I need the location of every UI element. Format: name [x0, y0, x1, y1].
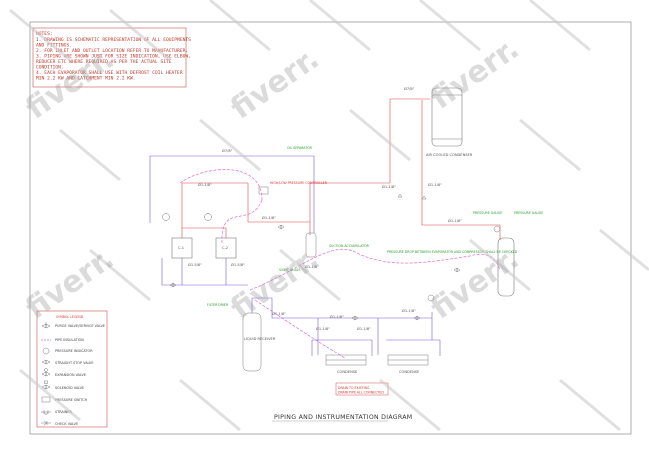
purge-valve-icon: [41, 322, 51, 329]
legend-item: PURGE VALVE/SERVICE VALVE: [55, 324, 105, 328]
watermark-logos: fiverr. fiverr. fiverr. fiverr. fiverr. …: [20, 31, 526, 326]
liquid-left-size-label: Ø1-1/8": [272, 311, 286, 316]
compressor-c1: C-1: [171, 237, 193, 259]
pressure-indicator-c1-icon: [162, 213, 170, 221]
drawing-title: PIPING AND INSTRUMENTATION DIAGRAM: [274, 414, 412, 421]
expansion-valve-icon: [41, 368, 51, 377]
filter-drier-callout: FILTER DRIER: [207, 303, 229, 307]
suction-accumulator: [497, 237, 515, 297]
accumulator-callout: SUCTION ACCUMULATOR: [329, 244, 370, 248]
legend-frame: [36, 310, 108, 428]
oil-separator-callout: OIL SEPARATOR: [287, 146, 313, 150]
discharge-line: [309, 98, 430, 235]
notes-line: MIN 2.2 KW AND CATCHMENT MIN 2.2 KW.: [36, 76, 136, 82]
symbol-legend: SYMBOL LEGEND PURGE VALVE/SERVICE VALVE …: [36, 310, 108, 428]
compressor-c1-label: C-1: [178, 246, 184, 250]
evap-b-size-label: Ø1-1/8": [330, 314, 344, 319]
drain-note-line: DRAIN PIPE ALL CONNECTED: [338, 391, 384, 395]
pressure-gauge-callout: PRESSURE GAUGE: [514, 211, 543, 215]
notes-line: CONDITION.: [36, 65, 64, 71]
stop-valve-icon: [41, 359, 51, 365]
legend-item: PRESSURE INDICATOR: [55, 349, 93, 353]
main-suction-size-label: Ø1-1/8": [305, 264, 319, 269]
solenoid-valve-icon: [41, 380, 51, 390]
top-loop-size-label: Ø7/8": [222, 148, 233, 153]
accumulator-body: [497, 237, 515, 297]
notes-line: 4. EACH EVAPORATOR SHALL USE WITH DEFROS…: [36, 70, 183, 76]
pressure-gauge-callout: PRESSURE GAUGE: [473, 211, 502, 215]
watermark-logo: fiverr.: [20, 241, 121, 326]
watermark-overlay: [9, 0, 649, 432]
condenser-in-size-label: Ø1-1/8": [382, 184, 396, 189]
comp1-suction-size-label: Ø1-5/8": [188, 262, 202, 267]
pressure-indicator-c2-icon: [204, 213, 212, 221]
condenser-top-size-label: Ø7/8": [404, 86, 415, 91]
evaporator-suction-header: [311, 339, 441, 356]
pressure-gauge-icon: [493, 225, 501, 233]
compressor-c2-label: C-2: [222, 246, 228, 250]
air-cooled-condenser: AIR COOLED CONDENSER: [426, 87, 473, 157]
notes-line: 2. FOR INLET AND OUTLET LOCATION REFER T…: [36, 48, 188, 54]
legend-item: PIPE INSULATION: [55, 338, 84, 342]
comp2-suction-size-label: Ø1-5/8": [231, 262, 245, 267]
legend-title: SYMBOL LEGEND: [56, 315, 84, 319]
receiver-liquid-line: [251, 297, 296, 319]
drain-note-frame: [335, 382, 389, 396]
insulated-suction-line: [179, 169, 501, 291]
evaporator-1-label: CONDENSE: [337, 370, 358, 374]
condenser-drop-size-label: Ø1-1/8": [428, 182, 442, 187]
pressure-switch-icon: [258, 186, 269, 195]
legend-item: STRAIGHT STOP VALVE: [55, 361, 94, 365]
condenser-label: AIR COOLED CONDENSER: [426, 153, 473, 157]
notes-line: REDUCER ETC WHERE REQUIRED AS PER THE AC…: [36, 59, 172, 65]
legend-item: PRESSURE SWITCH: [55, 398, 88, 402]
strainer-icon: [41, 410, 51, 416]
pressure-switch-icon: [41, 396, 51, 403]
legend-item: STRAINER: [55, 410, 72, 414]
condenser-liquid-line: [421, 100, 501, 240]
legend-item: EXPANSION VALVE: [55, 373, 86, 377]
evaporator-1: CONDENSE: [325, 354, 367, 374]
sheet-border: [29, 21, 632, 435]
notes-heading: NOTES:: [36, 31, 53, 37]
compressor-c2: C-2: [215, 237, 237, 259]
pressure-indicator-icon: [42, 347, 50, 355]
receiver-label: LIQUID RECEIVER: [244, 337, 276, 341]
notes-line: 1. DRAWING IS SCHEMATIC REPRESENTATION O…: [36, 37, 191, 43]
valve-glyphs: [169, 193, 461, 321]
drain-note-line: DRAIN TO EXISTING: [338, 386, 370, 390]
evaporator-2: CONDENSE: [387, 354, 429, 374]
watermark-logo: fiverr.: [225, 41, 326, 126]
evap-d-size-label: Ø1-1/8": [402, 308, 416, 313]
insulated-evaporator-line: [254, 299, 346, 359]
check-valve-icon: [41, 420, 51, 426]
discharge-loop-pipe: [149, 155, 315, 233]
condenser-body: [431, 87, 463, 147]
pressure-drop-note: PRESSURE DROP BETWEEN EVAPORATOR AND COM…: [387, 250, 518, 254]
discharge-size-label: Ø1-1/8": [262, 215, 276, 220]
evaporator-2-label: CONDENSE: [399, 370, 420, 374]
pressure-controller-callout: HIGH/LOW PRESSURE CONTROLLER: [270, 181, 328, 185]
sight-glass-callout: SIGHT GLASS: [279, 268, 300, 272]
evap-a-size-label: Ø1-1/8": [316, 326, 330, 331]
compressor-suction-header: [161, 258, 248, 286]
comp-mid-size-label: Ø1-1/8": [198, 182, 212, 187]
evaporator-liquid-header: [296, 312, 433, 355]
compressor-discharge-pipes: [181, 182, 230, 238]
oil-separator: [305, 232, 317, 258]
legend-item: CHECK VALVE: [55, 422, 78, 426]
evap-c-size-label: Ø1-1/8": [357, 326, 371, 331]
legend-item: SOLENOID VALVE: [55, 386, 84, 390]
notes-frame: [32, 27, 187, 88]
compressor-to-oil-sep-line: [230, 182, 310, 223]
to-receiver-size-label: Ø1-1/8": [448, 218, 462, 223]
notes-line: 3. PIPING ARE SHOWN JUST FOR SIZE INDICA…: [36, 54, 191, 60]
